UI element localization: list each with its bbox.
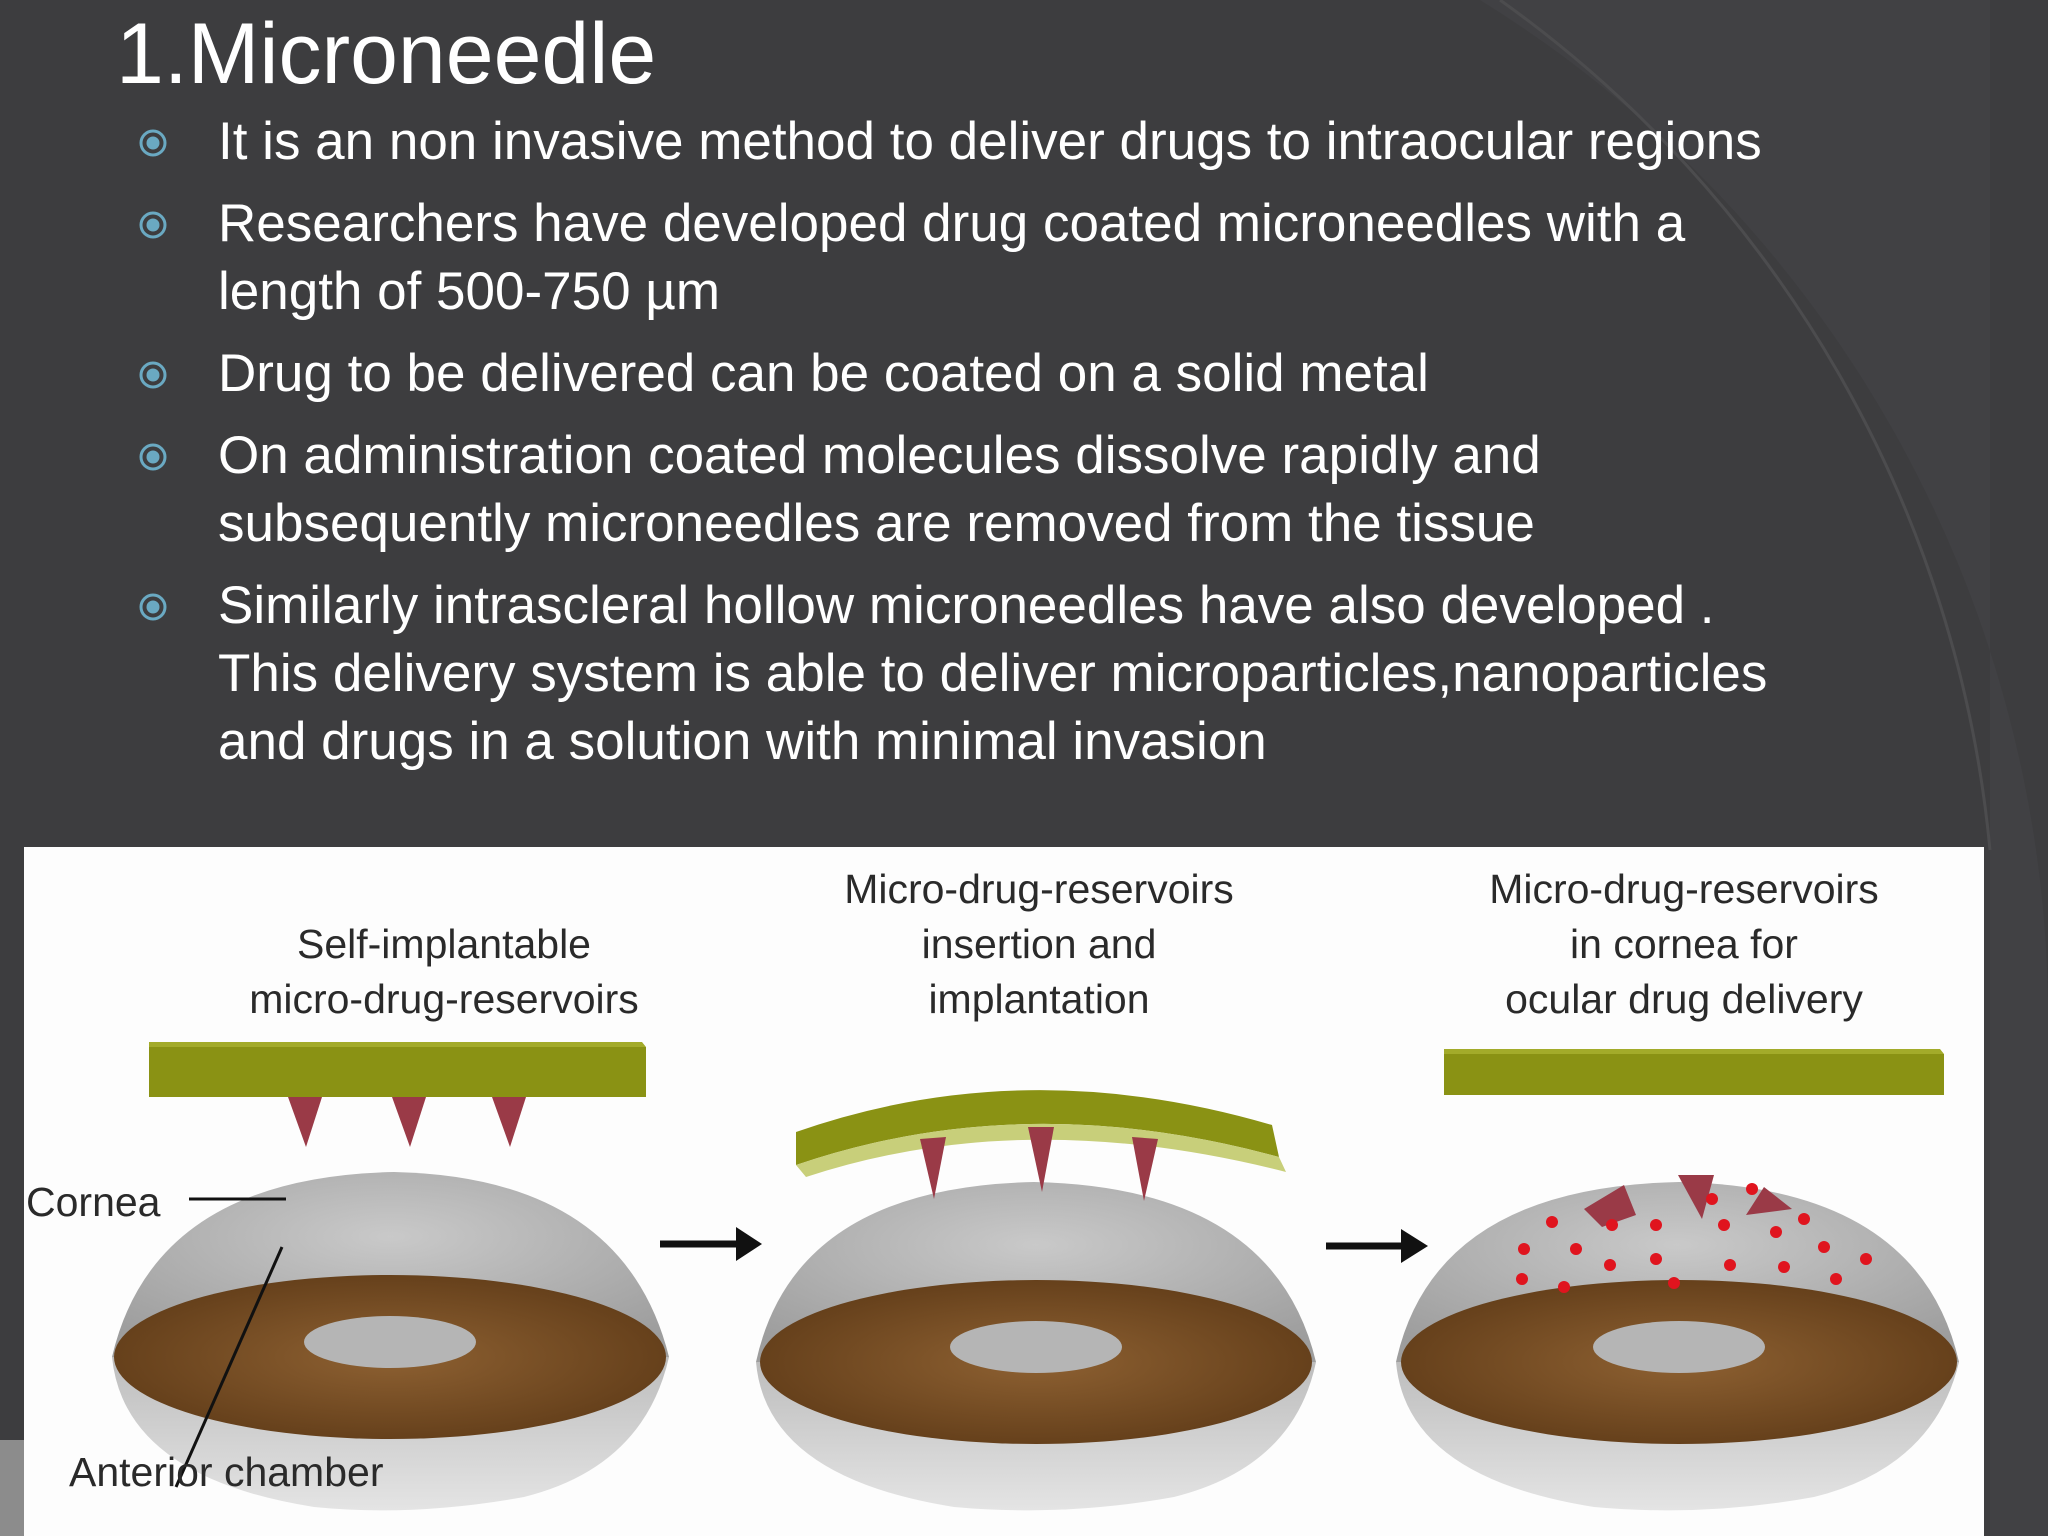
microneedle [1584,1185,1636,1227]
bullet-text: On administration coated molecules disso… [218,426,1541,553]
bullet-text: Researchers have developed drug coated m… [218,194,1686,321]
slide-title: 1.Microneedle [116,6,657,102]
eye-3 [1396,1049,1959,1511]
pupil [950,1321,1122,1373]
caption-step-3: Micro-drug-reservoirs in cornea for ocul… [1489,866,1879,1022]
microneedle-diagram: Self-implantable micro-drug-reservoirs M… [24,847,1984,1536]
microneedle [1132,1137,1158,1201]
caption-step-2: Micro-drug-reservoirs insertion and impl… [844,866,1234,1022]
microneedle [492,1097,526,1147]
arrow-right-icon [1326,1229,1428,1263]
bullet-text: Similarly intrascleral hollow microneedl… [218,576,1768,771]
circle-bullet-icon [139,211,167,239]
caption-step-1: Self-implantable micro-drug-reservoirs [249,921,639,1022]
eye-1 [112,1042,669,1511]
eye-2 [756,1090,1316,1511]
bullet-text: It is an non invasive method to deliver … [218,112,1762,171]
pupil [1593,1321,1765,1373]
microneedle [1028,1127,1054,1192]
microneedle [288,1097,322,1147]
arrow-right-icon [660,1227,762,1261]
drug-particles [1516,1183,1872,1293]
circle-bullet-icon [139,593,167,621]
microneedle [392,1097,426,1147]
bullet-text: Drug to be delivered can be coated on a … [218,344,1429,403]
circle-bullet-icon [139,443,167,471]
microneedle [920,1137,946,1199]
microneedle-diagram-graphic [112,1042,1959,1511]
circle-bullet-icon [139,129,167,157]
microneedle [1746,1187,1792,1215]
label-anterior-chamber: Anterior chamber [69,1449,384,1495]
label-cornea: Cornea [26,1179,161,1225]
microneedle [1678,1175,1714,1219]
pupil [304,1316,476,1368]
circle-bullet-icon [139,361,167,389]
